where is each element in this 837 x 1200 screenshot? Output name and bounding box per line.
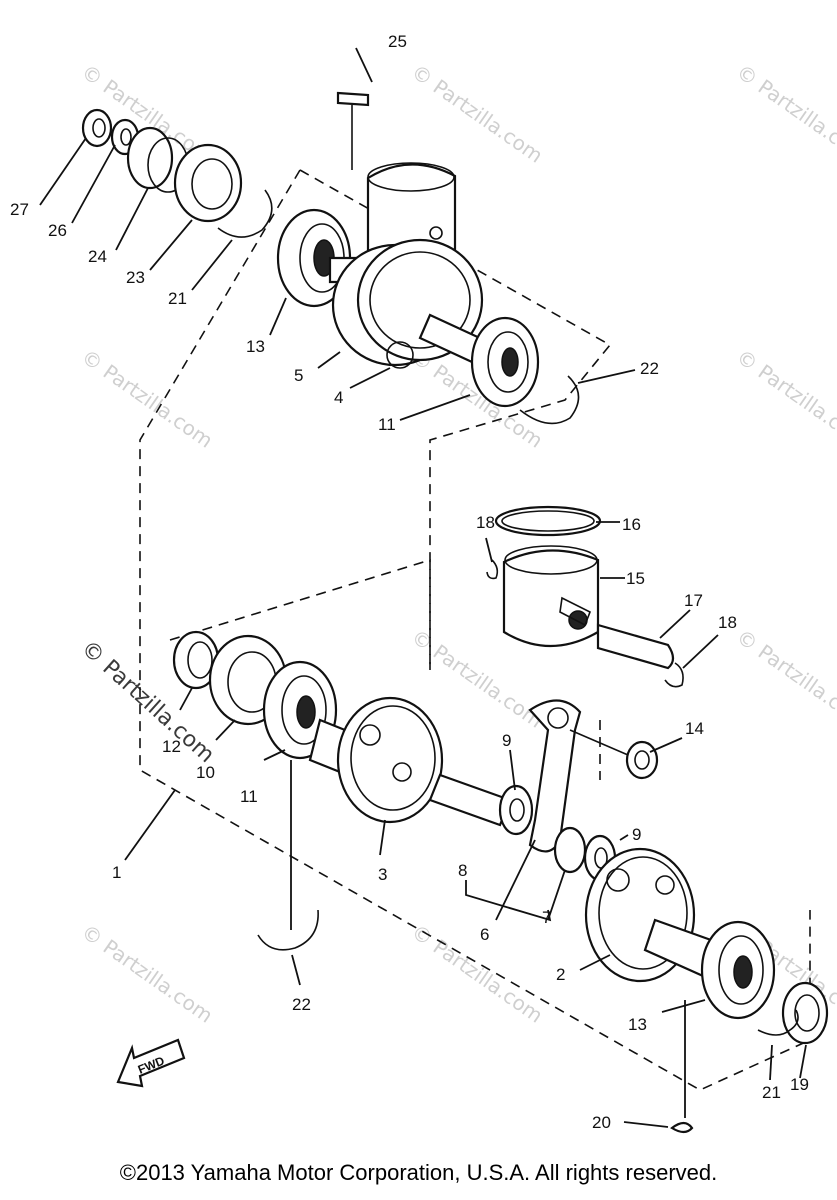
callout-24: 24 [88, 247, 107, 266]
callout-15: 15 [626, 569, 645, 588]
callout-26: 26 [48, 221, 67, 240]
key-20 [670, 1121, 694, 1134]
oil-seal-19 [781, 981, 829, 1045]
callout-23: 23 [126, 268, 145, 287]
callout-12: 12 [162, 737, 181, 756]
oil-seal-23 [173, 143, 243, 223]
callout-22-lower: 22 [292, 995, 311, 1014]
clip-18-left [486, 559, 499, 580]
callout-2: 2 [556, 965, 565, 984]
gear-24 [126, 126, 174, 190]
callout-20: 20 [592, 1113, 611, 1132]
callout-8: 8 [458, 861, 467, 880]
callout-21-upper: 21 [168, 289, 187, 308]
callout-25: 25 [388, 32, 407, 51]
callout-18-right: 18 [718, 613, 737, 632]
piston-15 [502, 549, 600, 647]
callout-13-upper: 13 [246, 337, 265, 356]
callout-9-left: 9 [502, 731, 511, 750]
circlip-21-lower [757, 1009, 799, 1036]
copyright-notice: ©2013 Yamaha Motor Corporation, U.S.A. A… [119, 1160, 718, 1185]
callout-4: 4 [334, 388, 343, 407]
crankshaft-assembly-top [81, 91, 580, 425]
piston-pin-17 [596, 623, 675, 670]
piston-group [486, 505, 684, 688]
callout-19: 19 [790, 1075, 809, 1094]
callout-3: 3 [378, 865, 387, 884]
clip-18-right [664, 662, 684, 688]
piston-ring-16 [494, 505, 602, 537]
callout-6: 6 [480, 925, 489, 944]
callout-7: 7 [542, 908, 551, 927]
circlip-22-upper [519, 375, 580, 425]
thrust-washer-9-left [498, 784, 534, 836]
watermark: © Partzilla.com [732, 344, 837, 452]
leader-lines [39, 47, 807, 1128]
crank-pin-8 [428, 773, 512, 827]
nut-27 [81, 108, 113, 148]
needle-bearing-7 [553, 826, 587, 874]
callout-11-upper: 11 [378, 415, 396, 434]
small-end-bearing-14 [625, 740, 659, 780]
callout-16: 16 [622, 515, 641, 534]
callout-17: 17 [684, 591, 703, 610]
crankshaft-exploded [172, 630, 829, 1134]
crank-web-3 [336, 696, 444, 824]
watermark: © Partzilla.com [77, 344, 217, 452]
callout-labels: 25 27 26 24 23 21 13 5 4 11 22 16 15 17 … [10, 32, 809, 1132]
callout-5: 5 [294, 366, 303, 385]
callout-27: 27 [10, 200, 29, 219]
watermark: © Partzilla.com [407, 59, 547, 167]
callout-11-lower: 11 [240, 787, 258, 806]
callout-10: 10 [196, 763, 215, 782]
callout-9-right: 9 [632, 825, 641, 844]
circlip-22-lower [257, 909, 319, 951]
callout-21-lower: 21 [762, 1083, 781, 1102]
circlip-21-upper [217, 189, 273, 238]
watermark: © Partzilla.com [732, 59, 837, 167]
woodruff-key-25 [336, 91, 370, 107]
callout-18-left: 18 [476, 513, 495, 532]
watermark: © Partzilla.com [732, 624, 837, 732]
watermark: © Partzilla.com [77, 919, 217, 1027]
callout-14: 14 [685, 719, 704, 738]
callout-22-upper: 22 [640, 359, 659, 378]
watermark: © Partzilla.com [407, 919, 547, 1027]
callout-13-lower: 13 [628, 1015, 647, 1034]
forward-arrow-icon: FWD [116, 1038, 186, 1088]
callout-1: 1 [112, 863, 121, 882]
